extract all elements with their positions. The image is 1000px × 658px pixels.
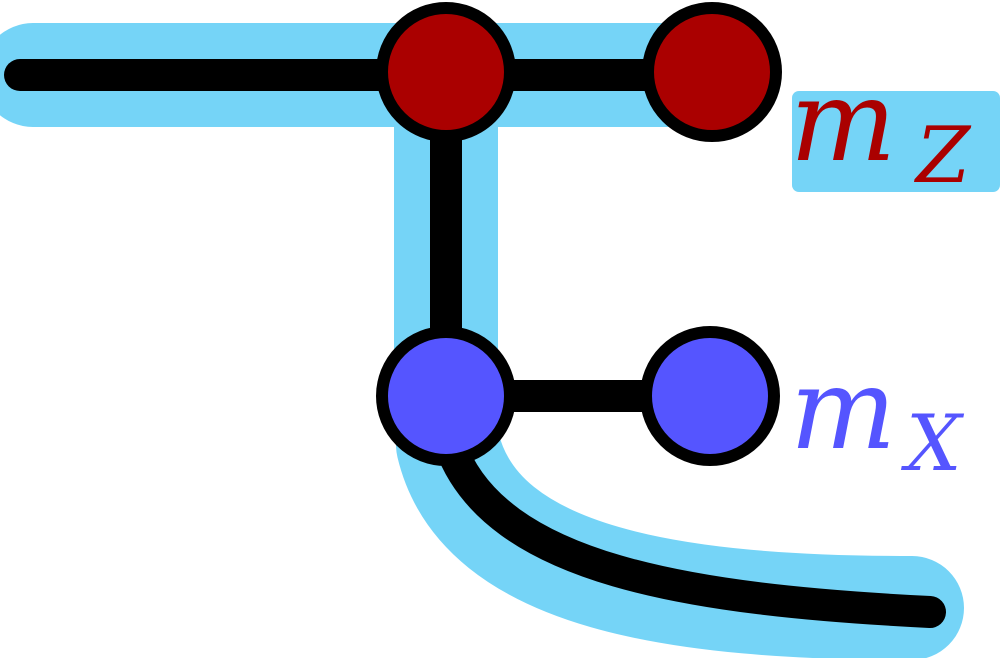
x-label-subscript: X [900, 399, 965, 489]
bottom-curve-wire [430, 384, 946, 628]
labels: m Z m X [790, 57, 972, 489]
z-label-base: m [790, 57, 896, 187]
z-node-left [376, 2, 516, 142]
nodes [376, 2, 782, 466]
x-label-base: m [790, 345, 896, 475]
x-node-left [376, 326, 516, 466]
x-measurement-label: m X [790, 345, 965, 489]
z-measurement-label: m Z [790, 57, 972, 201]
x-node-right [640, 326, 780, 466]
highlight-z-label-box [792, 91, 1000, 192]
z-node-right [642, 2, 782, 142]
z-label-subscript: Z [913, 111, 972, 201]
